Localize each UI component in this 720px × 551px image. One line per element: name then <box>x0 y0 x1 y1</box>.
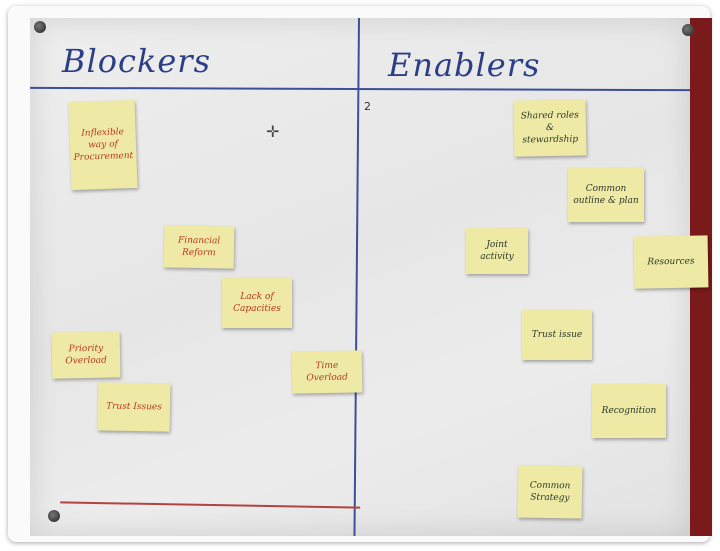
sticky-note-enabler: Shared roles & stewardship <box>513 99 587 157</box>
sticky-note-blocker: Time Overload <box>291 350 363 394</box>
sticky-note-enabler: Trust issue <box>522 310 592 360</box>
axis-mark: 2 <box>364 100 371 113</box>
sticky-note-blocker: Priority Overload <box>51 331 121 379</box>
sticky-note-enabler: Common Strategy <box>517 465 583 519</box>
sticky-note-enabler: Recognition <box>592 384 666 438</box>
sticky-note-enabler: Joint activity <box>466 228 528 274</box>
sticky-note-enabler: Common outline & plan <box>568 168 644 222</box>
blockers-heading: Blockers <box>62 42 211 80</box>
pushpin-icon <box>682 24 694 36</box>
pushpin-icon <box>48 510 60 522</box>
sticky-note-enabler: Resources <box>633 235 709 289</box>
enablers-heading: Enablers <box>388 46 541 84</box>
sticky-note-blocker: Lack of Capacities <box>222 278 292 328</box>
sticky-note-blocker: Financial Reform <box>163 225 235 269</box>
photo-frame: Blockers Enablers 2 ✛ Inflexible way of … <box>8 6 712 542</box>
crosshair-icon: ✛ <box>266 122 280 141</box>
flipchart-paper: Blockers Enablers 2 ✛ Inflexible way of … <box>30 18 709 536</box>
photo: Blockers Enablers 2 ✛ Inflexible way of … <box>30 18 712 536</box>
sticky-note-blocker: Inflexible way of Procurement <box>68 99 138 191</box>
pushpin-icon <box>34 21 46 33</box>
sticky-note-blocker: Trust Issues <box>97 382 171 432</box>
